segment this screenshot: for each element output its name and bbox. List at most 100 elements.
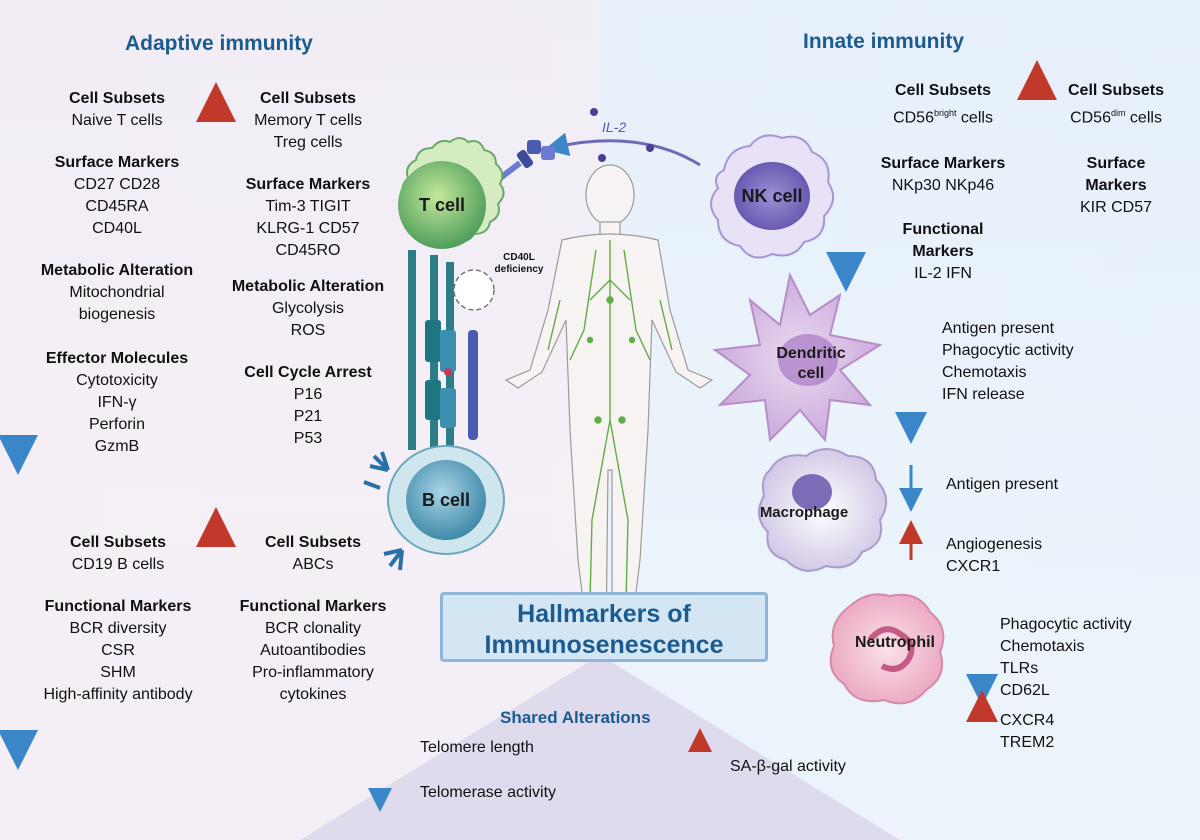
nk-cell-figure [710, 134, 835, 259]
cd56-tail: cells [956, 109, 993, 127]
neu-up-item: CXCR4 [1000, 712, 1055, 729]
mac-down-list: Antigen present [946, 474, 1058, 496]
t-down-line: Cytotoxicity [76, 372, 158, 389]
t-down-panel: Cell Subsets Naive T cells Surface Marke… [22, 88, 212, 458]
neutrophil-figure [829, 593, 945, 705]
b-up-line: cytokines [279, 686, 347, 703]
macrophage-label: Macrophage [759, 504, 849, 521]
shared-down-item: Telomere length [420, 739, 534, 756]
mac-up-list: Angiogenesis CXCR1 [946, 534, 1042, 578]
b-up-line: ABCs [292, 556, 334, 573]
t-down-line: CD27 CD28 [73, 176, 161, 193]
cd40l-line2: deficiency [494, 264, 544, 275]
innate-immunity-heading: Innate immunity [803, 30, 965, 53]
neu-up-item: TREM2 [1000, 734, 1055, 751]
b-up-line: Autoantibodies [260, 642, 366, 659]
nk-down-line: NKp30 NKp46 [891, 177, 995, 195]
neutrophil-label: Neutrophil [855, 634, 935, 651]
dc-list: Antigen present Phagocytic activity Chem… [942, 318, 1074, 406]
t-down-line: CD40L [92, 220, 142, 237]
t-down-line: Naive T cells [71, 112, 163, 129]
shared-down-item: Telomerase activity [420, 784, 557, 801]
t-up-line: KLRG-1 CD57 [256, 220, 360, 237]
t-up-title4: Cell Cycle Arrest [244, 364, 372, 381]
dc-item: Antigen present [942, 320, 1055, 337]
cd40l-deficiency-label: CD40L deficiency [486, 252, 552, 276]
adaptive-background [0, 0, 600, 840]
b-down-title1: Cell Subsets [69, 534, 167, 551]
t-down-line: biogenesis [78, 306, 156, 323]
t-up-line: P53 [293, 430, 323, 447]
neu-down-item: Phagocytic activity [1000, 616, 1132, 633]
t-up-line: Memory T cells [254, 112, 362, 129]
b-up-line: BCR clonality [264, 620, 362, 637]
nk-up-panel: Cell Subsets CD56dim cells Surface Marke… [1046, 80, 1186, 219]
nk-up-cd56: CD56dim cells [1046, 102, 1186, 129]
adaptive-immunity-heading: Adaptive immunity [125, 32, 313, 55]
dendritic-label-line1: Dendritic [776, 345, 846, 362]
tcr-bcr-receptors [408, 250, 478, 450]
dc-item: Phagocytic activity [942, 342, 1074, 359]
b-down-panel: Cell Subsets CD19 B cells Functional Mar… [18, 532, 218, 706]
t-up-line: Treg cells [273, 134, 343, 151]
t-down-line: CD45RA [85, 198, 149, 215]
b-up-line: Pro-inflammatory [252, 664, 374, 681]
dendritic-cell-label: Dendritic cell [766, 344, 856, 384]
il2-arrow [544, 132, 701, 167]
t-up-line: CD45RO [275, 242, 341, 259]
t-down-title1: Cell Subsets [68, 90, 166, 107]
b-cell-figure [363, 445, 505, 571]
t-down-line: Perforin [88, 416, 146, 433]
b-down-line: CSR [101, 642, 135, 659]
t-down-line: IFN-γ [97, 394, 137, 411]
mac-down-item: Antigen present [946, 476, 1059, 493]
t-down-title3: Metabolic Alteration [40, 262, 194, 279]
hallmarks-title-box: Hallmarkers of Immunosenescence [440, 592, 768, 662]
t-up-line: Glycolysis [271, 300, 344, 317]
human-body-figure [504, 164, 714, 641]
cd40l-deficiency-circle [453, 269, 495, 311]
t-up-title3: Metabolic Alteration [231, 278, 385, 295]
cd56-bright-sup: bright [933, 108, 957, 118]
dendritic-label-line2: cell [797, 365, 825, 382]
t-cell-figure [398, 137, 505, 249]
cd56-text: CD56 [893, 109, 934, 127]
nk-down-panel: Cell Subsets CD56bright cells Surface Ma… [858, 80, 1028, 285]
nk-up-line: KIR CD57 [1079, 199, 1153, 217]
b-down-line: SHM [100, 664, 136, 681]
t-down-line: GzmB [94, 438, 140, 455]
cd56-text: CD56 [1070, 109, 1111, 127]
neu-down-list: Phagocytic activity Chemotaxis TLRs CD62… [1000, 614, 1132, 702]
t-cell-label: T cell [418, 195, 466, 215]
cd40l-line1: CD40L [503, 252, 535, 263]
shared-alterations-triangle [300, 655, 900, 840]
neu-down-item: Chemotaxis [1000, 638, 1085, 655]
b-up-title2: Functional Markers [239, 598, 387, 615]
t-up-line: P21 [293, 408, 323, 425]
t-down-title2: Surface Markers [54, 154, 180, 171]
nk-up-title2a: Surface [1086, 155, 1146, 173]
nk-down-title3a: Functional [902, 221, 984, 239]
il2-receptor-icon [493, 140, 555, 185]
t-up-title1: Cell Subsets [259, 90, 357, 107]
dc-item: Chemotaxis [942, 364, 1027, 381]
nk-down-title3b: Markers [912, 243, 974, 261]
b-down-line: BCR diversity [69, 620, 167, 637]
t-up-line: Tim-3 TIGIT [265, 198, 351, 215]
t-down-title4: Effector Molecules [45, 350, 189, 367]
cd56-tail: cells [1125, 109, 1162, 127]
b-down-line: CD19 B cells [71, 556, 165, 573]
t-up-line: ROS [290, 322, 326, 339]
t-up-line: P16 [293, 386, 323, 403]
nk-down-title1: Cell Subsets [894, 82, 992, 99]
mac-up-item: CXCR1 [946, 558, 1001, 575]
nk-cell-label: NK cell [741, 186, 803, 206]
nk-down-title2: Surface Markers [880, 155, 1006, 173]
dc-item: IFN release [942, 386, 1025, 403]
mac-up-item: Angiogenesis [946, 536, 1043, 553]
neu-up-list: CXCR4 TREM2 [1000, 710, 1054, 754]
hallmark-line1: Hallmarkers of [517, 600, 691, 628]
nk-down-cd56: CD56bright cells [858, 102, 1028, 129]
t-up-panel: Cell Subsets Memory T cells Treg cells S… [218, 88, 398, 450]
